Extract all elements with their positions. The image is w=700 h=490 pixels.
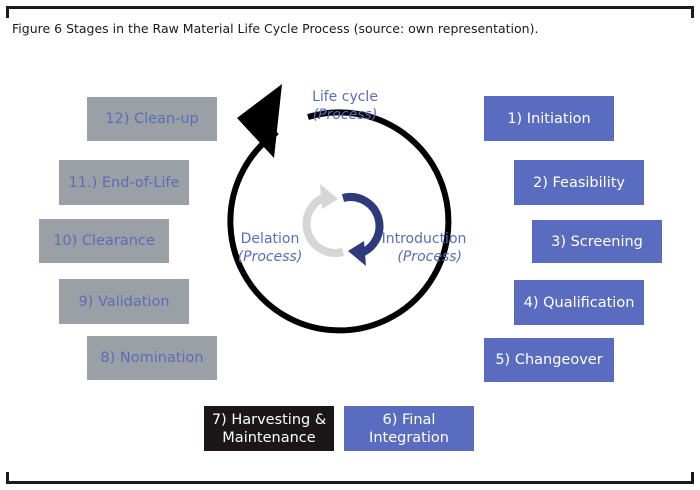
stage-2-feasibility: 2) Feasibility — [514, 160, 644, 205]
life-cycle-title: Life cycle — [312, 89, 378, 105]
stage-12-clean-up: 12) Clean-up — [87, 97, 217, 141]
stage-3-screening: 3) Screening — [532, 220, 662, 263]
stage-10-clearance: 10) Clearance — [39, 219, 169, 263]
corner-tick — [691, 6, 694, 18]
corner-tick — [6, 6, 9, 18]
delation-label: Delation (Process) — [230, 230, 310, 266]
stage-7-line-1: 7) Harvesting & — [211, 411, 327, 428]
top-rule — [6, 6, 694, 9]
delation-title: Delation — [240, 231, 300, 247]
corner-tick — [691, 472, 694, 484]
stage-4-qualification: 4) Qualification — [514, 280, 644, 325]
stage-7-line-2: Maintenance — [222, 429, 316, 446]
big-cycle-arrowhead-icon — [237, 84, 282, 158]
stage-7-harvesting-maintenance: 7) Harvesting & Maintenance — [204, 406, 334, 451]
stage-9-validation: 9) Validation — [59, 279, 189, 324]
small-cycle-arrow-navy-icon — [341, 193, 384, 258]
small-cycle-arrowhead-navy-icon — [348, 241, 366, 266]
figure-caption: Figure 6 Stages in the Raw Material Life… — [12, 21, 539, 36]
introduction-sub: (Process) — [397, 249, 462, 265]
stage-11-end-of-life: 11.) End-of-Life — [59, 160, 189, 205]
stage-6-final-integration: 6) Final Integration — [344, 406, 474, 451]
corner-tick — [6, 472, 9, 484]
stage-8-nomination: 8) Nomination — [87, 336, 217, 380]
introduction-label: Introduction (Process) — [378, 230, 470, 266]
life-cycle-sub: (Process) — [312, 107, 378, 123]
bottom-rule — [6, 481, 694, 484]
delation-sub: (Process) — [237, 249, 303, 265]
life-cycle-label: Life cycle (Process) — [305, 88, 385, 124]
stage-5-changeover: 5) Changeover — [484, 338, 614, 382]
small-cycle-arrowhead-grey-icon — [320, 184, 338, 209]
introduction-title: Introduction — [381, 231, 467, 247]
big-cycle-arrow-icon — [227, 109, 452, 334]
small-cycle-arrow-grey-icon — [302, 192, 345, 257]
stage-1-initiation: 1) Initiation — [484, 96, 614, 141]
